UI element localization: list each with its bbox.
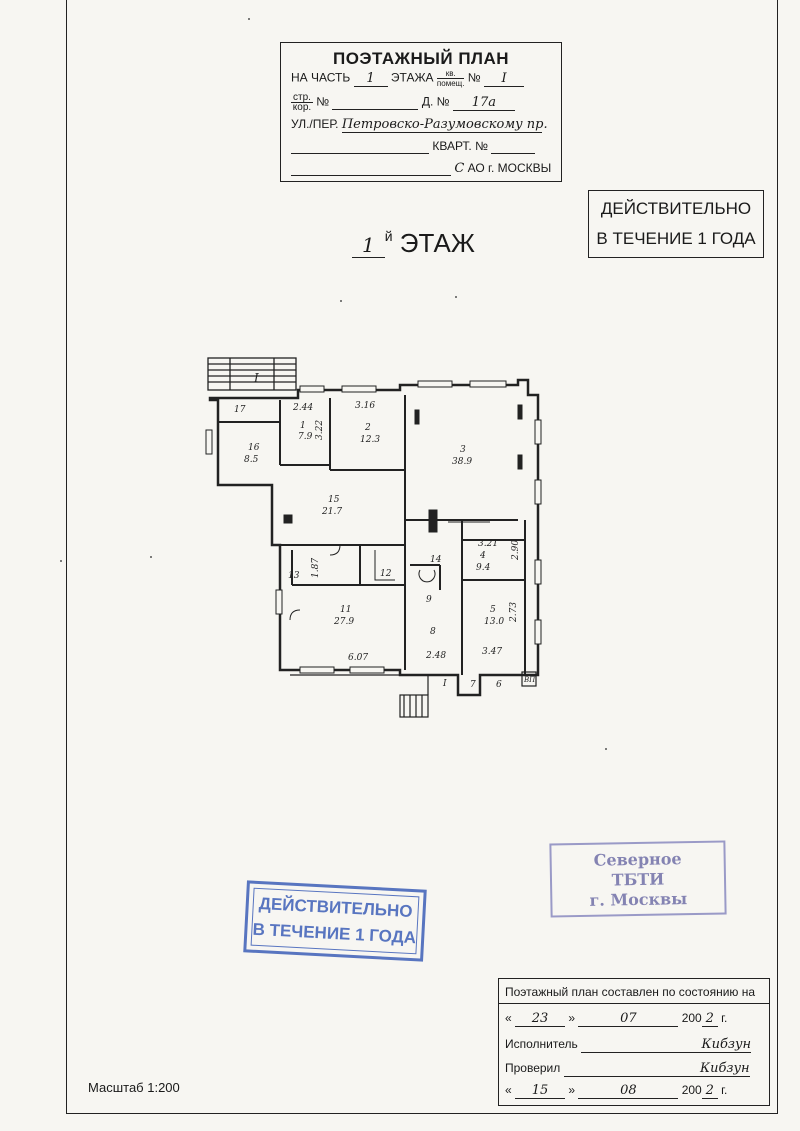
title-block: ПОЭТАЖНЫЙ ПЛАН НА ЧАСТЬ 1 ЭТАЖА кв.помещ… (280, 42, 562, 182)
floor-number: 1 (352, 233, 385, 258)
no-label: № (467, 70, 481, 85)
district-line: С АО г. МОСКВЫ (291, 161, 551, 176)
validity-line-1: ДЕЙСТВИТЕЛЬНО (600, 199, 752, 218)
svg-text:9: 9 (426, 595, 432, 605)
check-date-year: 2 (701, 1083, 718, 1099)
scan-speck (340, 300, 342, 302)
building-no-label: № (316, 94, 330, 109)
floor-line: НА ЧАСТЬ 1 ЭТАЖА кв.помещ. № I (291, 69, 525, 88)
checker-row: Проверил Кибзун (505, 1061, 765, 1077)
svg-text:I: I (253, 371, 259, 385)
scan-speck (150, 556, 152, 558)
status-date-day: 23 (515, 1011, 566, 1027)
scan-speck (455, 296, 457, 298)
district-label: АО г. МОСКВЫ (467, 161, 552, 175)
validity-line-2: В ТЕЧЕНИЕ 1 ГОДА (596, 229, 756, 248)
street-name: Петровско-Разумовскому пр. (341, 117, 548, 133)
svg-text:7: 7 (470, 680, 476, 690)
building-line: стр.кор. № Д. № 17а (291, 92, 515, 113)
svg-text:27.9: 27.9 (333, 617, 354, 627)
scale-label: Масштаб 1:200 (88, 1080, 180, 1095)
scan-speck (605, 748, 607, 750)
svg-text:2.90: 2.90 (511, 540, 521, 561)
stamp-line-1: ДЕЙСТВИТЕЛЬНО (258, 894, 413, 922)
svg-text:ВП: ВП (523, 676, 536, 684)
svg-text:12.3: 12.3 (360, 435, 380, 445)
svg-text:3.16: 3.16 (355, 401, 375, 411)
floor-suffix: ЭТАЖА (390, 70, 434, 85)
svg-text:7.9: 7.9 (298, 432, 313, 442)
svg-text:6: 6 (496, 680, 502, 690)
svg-text:9.4: 9.4 (476, 563, 491, 573)
executor-signature: Кибзун (581, 1037, 752, 1053)
stamp-line-2: В ТЕЧЕНИЕ 1 ГОДА (252, 919, 417, 948)
house-number: 17а (452, 95, 515, 111)
svg-text:3.47: 3.47 (482, 647, 502, 657)
validity-stamp: ДЕЙСТВИТЕЛЬНО В ТЕЧЕНИЕ 1 ГОДА (243, 880, 427, 962)
checker-label: Проверил (505, 1061, 561, 1075)
sheet-border (66, 0, 778, 1114)
svg-text:3.21: 3.21 (478, 539, 498, 549)
svg-text:11: 11 (340, 605, 351, 615)
executor-label: Исполнитель (505, 1037, 578, 1051)
svg-text:13.0: 13.0 (484, 617, 504, 627)
checker-signature: Кибзун (563, 1061, 750, 1077)
premises-number: I (484, 71, 525, 87)
street-label: УЛ./ПЕР. (291, 117, 339, 131)
svg-text:8: 8 (430, 627, 436, 637)
block-label: КВАРТ. № (432, 139, 488, 153)
svg-text:I: I (442, 679, 447, 689)
status-block: Поэтажный план составлен по состоянию на… (498, 978, 770, 1106)
svg-text:2.73: 2.73 (509, 602, 519, 623)
bti-office-stamp: Северное ТБТИ г. Москвы (549, 840, 727, 918)
svg-text:3: 3 (460, 445, 466, 455)
block-line: КВАРТ. № (291, 139, 536, 154)
office-stamp-line-3: г. Москвы (589, 889, 688, 910)
check-date-month: 08 (578, 1083, 679, 1099)
status-date-month: 07 (578, 1011, 679, 1027)
floor-suffix-sup: й (384, 228, 393, 244)
svg-text:4: 4 (479, 551, 486, 561)
executor-row: Исполнитель Кибзун (505, 1037, 765, 1053)
svg-text:12: 12 (380, 569, 392, 579)
floor-value: 1 (353, 71, 388, 87)
svg-text:15: 15 (328, 495, 340, 505)
svg-text:1: 1 (300, 421, 306, 431)
status-date-year: 2 (701, 1011, 718, 1027)
floor-label: НА ЧАСТЬ (291, 70, 351, 85)
street-line: УЛ./ПЕР. Петровско-Разумовскому пр. (291, 117, 548, 133)
svg-text:8.5: 8.5 (244, 455, 259, 465)
check-date-day: 15 (515, 1083, 566, 1099)
svg-text:5: 5 (490, 605, 496, 615)
svg-text:1.87: 1.87 (311, 558, 321, 578)
room-17-label: 17 (234, 405, 246, 415)
svg-text:21.7: 21.7 (321, 507, 342, 517)
floor-label-text: ЭТАЖ (399, 228, 475, 258)
premises-type-fraction: кв.помещ. (436, 69, 465, 88)
svg-text:2: 2 (364, 423, 371, 433)
status-heading: Поэтажный план составлен по состоянию на (499, 985, 769, 1004)
svg-text:6.07: 6.07 (348, 653, 368, 663)
building-fraction: стр.кор. (291, 92, 313, 113)
svg-text:16: 16 (248, 443, 260, 453)
svg-text:13: 13 (288, 571, 300, 581)
house-label: Д. № (421, 94, 450, 109)
svg-text:38.9: 38.9 (452, 457, 472, 467)
svg-text:2.48: 2.48 (425, 651, 446, 661)
scan-speck (60, 560, 62, 562)
document-title: ПОЭТАЖНЫЙ ПЛАН (332, 49, 510, 68)
svg-text:3.22: 3.22 (315, 420, 325, 440)
district-letter: С (454, 161, 465, 176)
validity-box: ДЕЙСТВИТЕЛЬНО В ТЕЧЕНИЕ 1 ГОДА (588, 190, 764, 258)
svg-text:2.44: 2.44 (292, 403, 313, 413)
svg-text:14: 14 (430, 555, 442, 565)
scan-speck (248, 18, 250, 20)
